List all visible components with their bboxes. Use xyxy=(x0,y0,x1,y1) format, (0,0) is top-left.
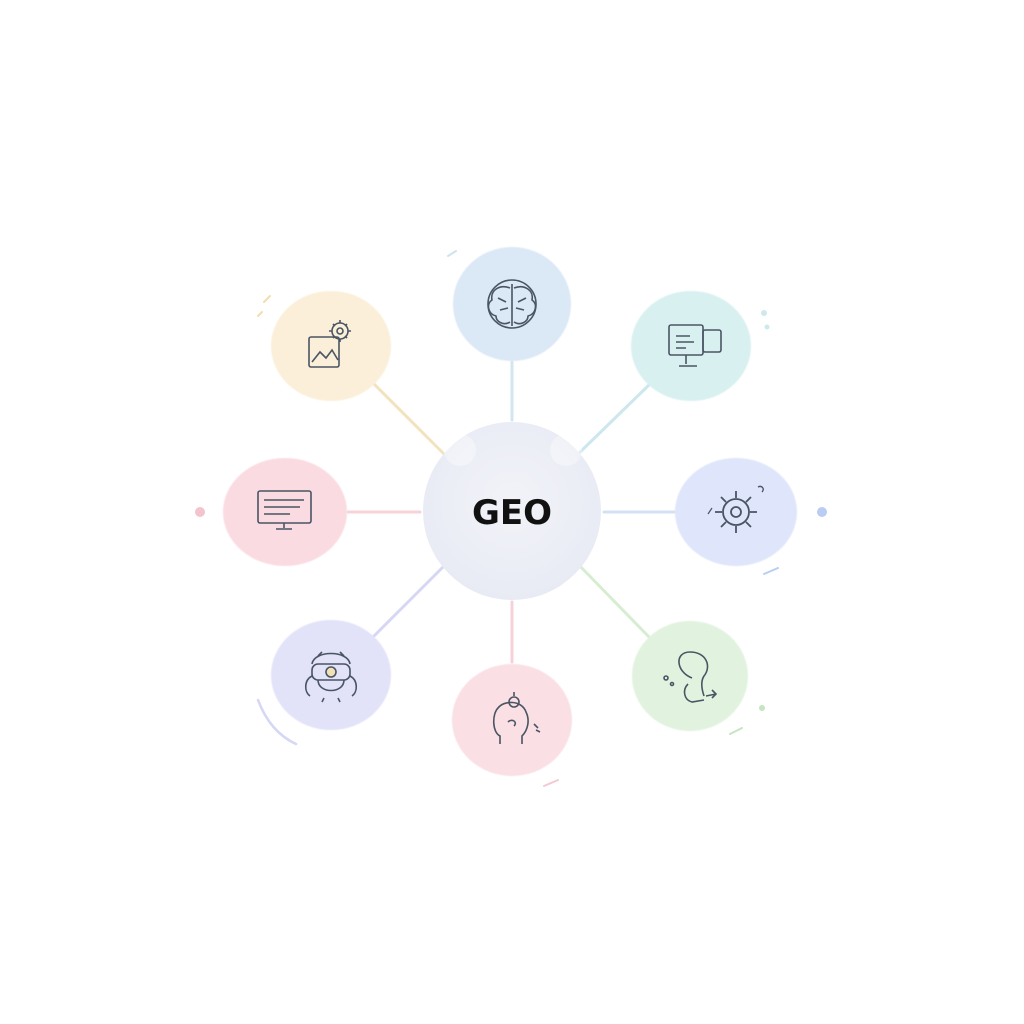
connector-robot xyxy=(372,560,450,638)
node-image-settings xyxy=(271,291,391,401)
node-brain xyxy=(453,247,571,361)
brain-icon xyxy=(487,279,537,329)
node-robot xyxy=(271,620,391,730)
connector-image-settings xyxy=(372,382,450,460)
hub-node: GEO xyxy=(423,422,601,600)
monitor-icon xyxy=(257,490,312,530)
node-monitor xyxy=(223,458,347,566)
monitor-code-icon xyxy=(668,324,722,367)
image-settings-icon xyxy=(308,320,351,368)
network-node-icon xyxy=(663,651,718,703)
robot-icon xyxy=(304,651,358,703)
idea-head-icon xyxy=(492,692,541,744)
node-gear xyxy=(675,458,797,566)
node-network xyxy=(632,621,748,731)
gear-icon xyxy=(707,485,764,533)
connector-monitor-code xyxy=(572,382,652,460)
node-monitor-code xyxy=(631,291,751,401)
node-idea-head xyxy=(452,664,572,776)
decorative-accents xyxy=(256,250,779,787)
connectors xyxy=(346,360,678,664)
connector-network xyxy=(574,560,652,640)
hub-label: GEO xyxy=(472,493,552,533)
